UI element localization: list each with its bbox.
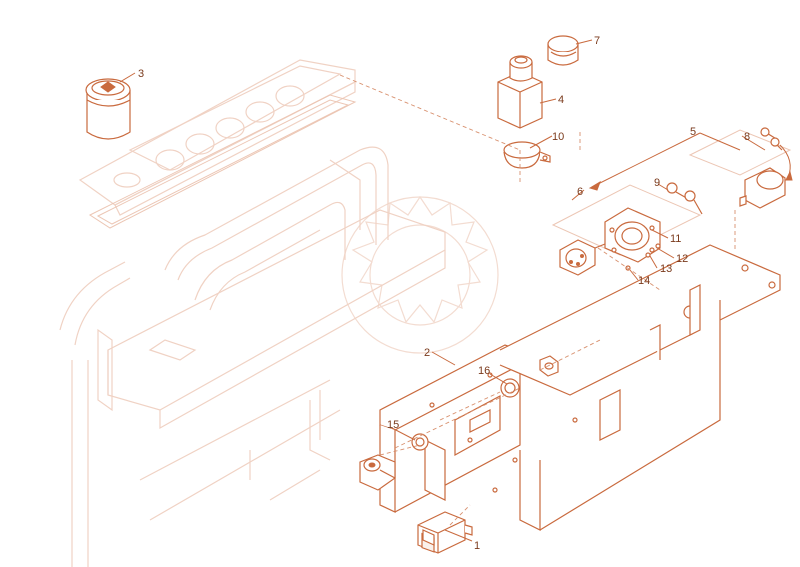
callout-12: 12: [676, 253, 688, 265]
toggle-switch-icon: [497, 55, 543, 129]
ignition-key-icon: [688, 127, 793, 209]
callout-6: 6: [577, 186, 583, 198]
callout-5: 5: [690, 126, 696, 138]
callout-11: 11: [670, 233, 681, 245]
callout-4: 4: [558, 94, 564, 106]
callout-15: 15: [387, 419, 399, 431]
callout-1: 1: [474, 540, 480, 552]
switch-mounting-bracket: [379, 244, 781, 531]
callout-13: 13: [660, 263, 672, 275]
callout-16: 16: [478, 365, 490, 377]
callout-14: 14: [638, 275, 650, 287]
hour-meter-icon: [417, 511, 473, 554]
cart-frame: [59, 59, 446, 567]
leader-lines: [119, 39, 766, 542]
key-icon: [666, 182, 703, 215]
callout-9: 9: [654, 177, 660, 189]
assembly-lines: [339, 74, 736, 526]
power-socket-icon: [359, 433, 429, 491]
switch-housing-icon: [551, 184, 702, 276]
watermark-logo: [341, 195, 499, 354]
mounting-clamp-icon: [503, 141, 551, 169]
cup-holder-icon: [85, 78, 131, 140]
switch-boot-icon: [547, 35, 579, 66]
callout-7: 7: [594, 35, 600, 47]
callout-10: 10: [552, 131, 564, 143]
callout-8: 8: [744, 131, 750, 143]
callout-3: 3: [138, 68, 144, 80]
callout-labels: 1 2 3 4 5 6 7 8 9 10 11 12 13 14 15 16: [138, 35, 750, 552]
callout-2: 2: [424, 347, 430, 359]
